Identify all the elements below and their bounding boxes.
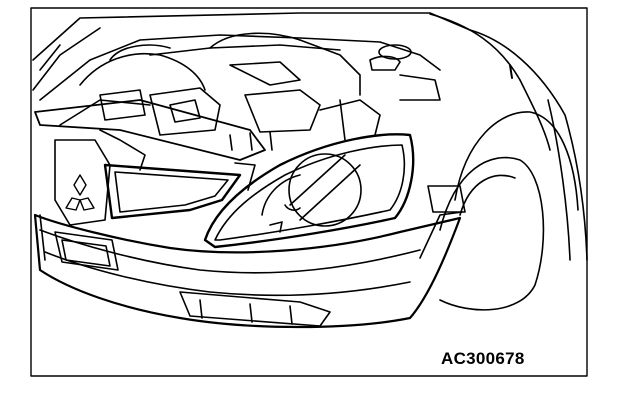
radiator-support — [34, 99, 266, 161]
engine-bay — [39, 34, 441, 101]
three-diamond-emblem-icon — [65, 174, 95, 211]
tire — [439, 156, 545, 311]
wheel-arch — [454, 111, 579, 211]
lower-intake — [179, 291, 331, 327]
headlamp — [203, 133, 415, 249]
front-bumper — [33, 213, 462, 329]
fender — [469, 29, 588, 261]
figure-code: AC300678 — [441, 349, 525, 368]
figure-frame — [30, 7, 588, 377]
license-plate-recess — [54, 231, 119, 271]
grille — [103, 163, 242, 220]
